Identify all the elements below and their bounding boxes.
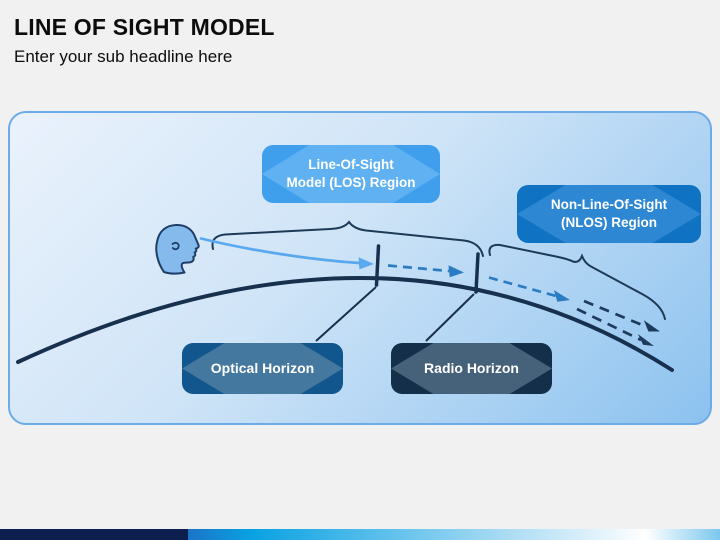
los-region-label: Line-Of-Sight Model (LOS) Region [287, 156, 416, 192]
los-region-label-box: Line-Of-Sight Model (LOS) Region [262, 145, 440, 203]
nlos-line2: (NLOS) Region [560, 215, 657, 230]
diamond-decoration [262, 145, 440, 203]
page-title: LINE OF SIGHT MODEL [14, 14, 275, 40]
los-line2: Model (LOS) Region [286, 175, 416, 190]
optical-horizon-label: Optical Horizon [210, 360, 315, 377]
footer-accent-bar [0, 529, 720, 540]
los-line1: Line-Of-Sight [308, 157, 394, 173]
footer-navy-segment [0, 529, 188, 540]
optical-horizon-label-box: Optical Horizon [182, 343, 343, 394]
nlos-region-label: Non-Line-Of-Sight (NLOS) Region [551, 196, 667, 232]
diamond-decoration [517, 185, 701, 243]
radio-horizon-label-box: Radio Horizon [391, 343, 552, 394]
footer-gradient-segment [188, 529, 720, 540]
nlos-region-label-box: Non-Line-Of-Sight (NLOS) Region [517, 185, 701, 243]
page-subtitle: Enter your sub headline here [14, 47, 233, 66]
radio-horizon-label: Radio Horizon [424, 360, 519, 377]
nlos-line1: Non-Line-Of-Sight [550, 197, 668, 213]
